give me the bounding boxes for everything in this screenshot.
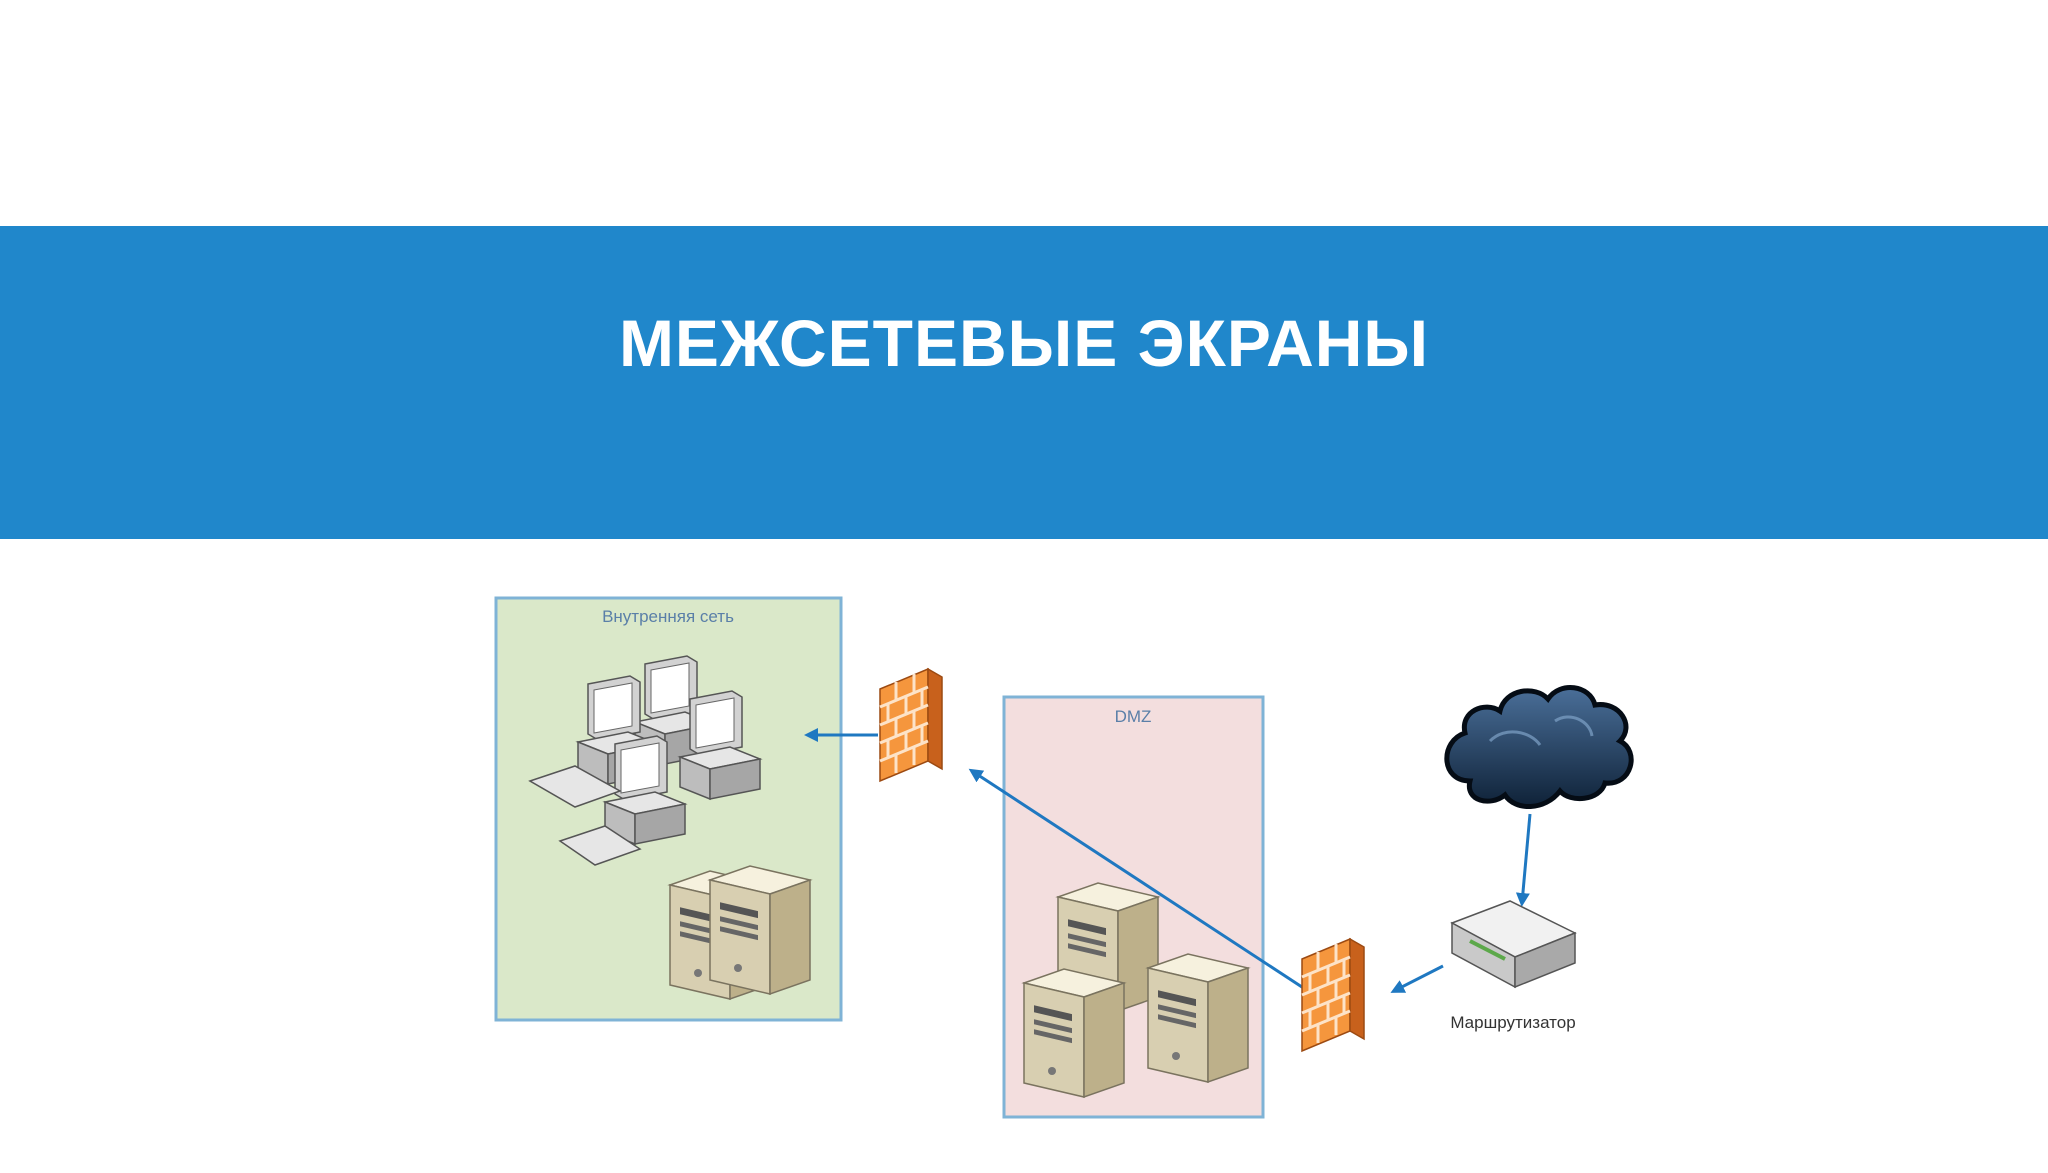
server-icon: [669, 865, 811, 1001]
workstation-icon: [528, 655, 761, 867]
internal-network-zone: Внутренняя сеть: [494, 596, 843, 1022]
connection-arrows: [804, 728, 1532, 994]
network-diagram: Внутренняя сеть DMZ: [494, 596, 1634, 1119]
firewall-icon: [878, 667, 944, 783]
dmz-zone: DMZ: [1002, 695, 1265, 1119]
title-banner: [0, 226, 2048, 540]
dmz-label: DMZ: [1115, 707, 1152, 726]
router-label: Маршрутизатор: [1450, 1013, 1575, 1032]
internal-network-label: Внутренняя сеть: [602, 607, 734, 626]
router-icon: [1450, 900, 1577, 989]
cloud-icon: [1444, 685, 1634, 810]
firewall-icon: [1300, 937, 1366, 1053]
